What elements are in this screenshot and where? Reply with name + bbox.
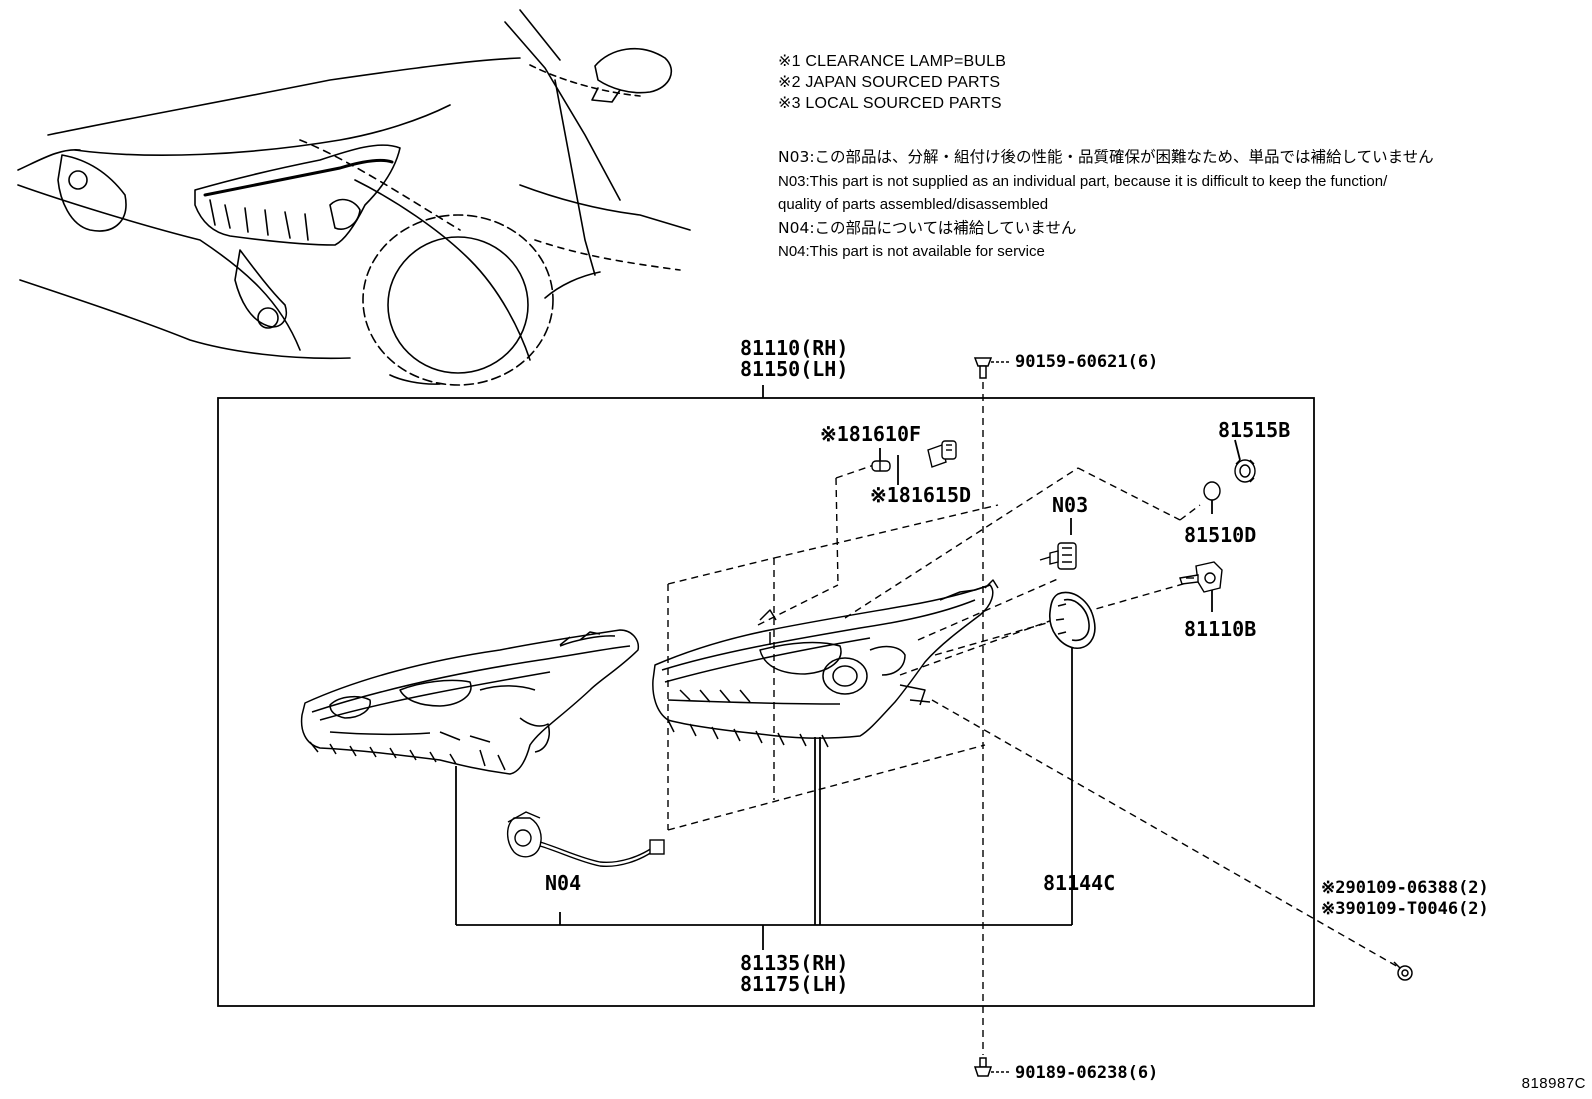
headlamp-rh-icon — [652, 579, 999, 748]
label-81510d: 81510D — [1184, 523, 1256, 547]
label-n04: N04 — [545, 871, 581, 895]
label-81110b: 81110B — [1184, 617, 1256, 641]
label-screw-jp: ※290109-06388(2) — [1321, 878, 1489, 898]
label-bulb: ※181615D — [870, 483, 971, 507]
bulb-icon — [871, 460, 891, 472]
leader-lines — [455, 385, 1241, 950]
label-assy-rh: 81110(RH) — [740, 336, 848, 360]
part-labels: 81110(RH) 81150(LH) 90159-60621(6) ※1816… — [545, 336, 1489, 1083]
screw-bottom-icon — [973, 1057, 1010, 1077]
note-clearance-lamp: ※1 CLEARANCE LAMP=BULB — [778, 53, 1007, 70]
headlamp-lh-icon — [300, 629, 640, 775]
assembly-frame — [217, 397, 1315, 1007]
desc-n04-en: N04:This part is not available for servi… — [778, 243, 1045, 260]
label-unit-rh: 81135(RH) — [740, 951, 848, 975]
desc-n03-en-2: quality of parts assembled/disassembled — [778, 196, 1049, 213]
socket-81110b-icon — [1179, 561, 1223, 593]
label-81515b: 81515B — [1218, 418, 1290, 442]
cover-81144c-icon — [1049, 591, 1096, 649]
illustration-code: 818987C — [1521, 1075, 1586, 1092]
car-front-sketch — [17, 9, 691, 386]
note-japan-sourced: ※2 JAPAN SOURCED PARTS — [778, 74, 1001, 91]
label-81144c: 81144C — [1043, 871, 1115, 895]
label-n03: N03 — [1052, 493, 1088, 517]
bulb-socket-icon — [927, 440, 957, 468]
screw-top-icon — [973, 357, 1010, 379]
label-screw-top: 90159-60621(6) — [1015, 352, 1158, 372]
gasket-81510d-icon — [1203, 481, 1221, 501]
desc-n03-jp: N03:この部品は、分解・組付け後の性能・品質確保が困難なため、単品では補給して… — [778, 148, 1434, 166]
label-screw-local: ※390109-T0046(2) — [1321, 899, 1489, 919]
label-bulb-socket: ※181610F — [820, 422, 921, 446]
cap-81515b-icon — [1234, 459, 1256, 483]
label-screw-bottom: 90189-06238(6) — [1015, 1063, 1158, 1083]
label-assy-lh: 81150(LH) — [740, 357, 848, 381]
note-local-sourced: ※3 LOCAL SOURCED PARTS — [778, 95, 1002, 112]
screw-right-icon — [1393, 961, 1413, 981]
label-unit-lh: 81175(LH) — [740, 972, 848, 996]
desc-n04-jp: N04:この部品については補給していません — [778, 219, 1077, 237]
n03-connector-icon — [1039, 542, 1077, 570]
desc-n03-en-1: N03:This part is not supplied as an indi… — [778, 173, 1388, 190]
n04-harness-icon — [506, 811, 665, 868]
